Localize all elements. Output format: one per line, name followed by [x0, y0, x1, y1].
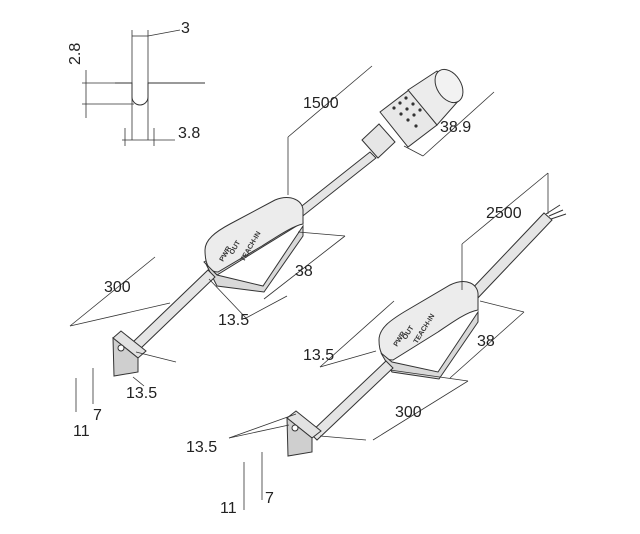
- teach-in-housing-upper: TEACH-IN PWR OUT: [203, 197, 304, 293]
- dim-sensor-cable-300-lower: 300: [395, 404, 422, 421]
- dim-head-13-5-lower: 13.5: [186, 439, 217, 456]
- dim-sensor-cable-300-upper: 300: [104, 279, 131, 296]
- sensor-head-upper: [112, 330, 147, 377]
- dim-connector-38-9: 38.9: [440, 119, 471, 136]
- lower-main-cable: [466, 212, 553, 302]
- lower-assembly: TEACH-IN PWR OUT 2500 38 13.5 300 13.5: [186, 172, 567, 517]
- teach-in-housing-lower: TEACH-IN PWR OUT: [378, 281, 479, 380]
- dim-head-7-upper: 7: [93, 407, 102, 424]
- dim-box-38-upper: 38: [295, 263, 313, 280]
- dim-box-38-lower: 38: [477, 333, 495, 350]
- groove-detail: 3 2.8 3.8: [67, 20, 205, 146]
- dim-head-11-upper: 11: [73, 423, 90, 440]
- dim-cable-length-2500: 2500: [486, 205, 522, 222]
- dim-head-13-5-upper: 13.5: [126, 385, 157, 402]
- dim-head-11-lower: 11: [220, 500, 237, 517]
- dim-box-13-5-upper: 13.5: [218, 312, 249, 329]
- dim-cable-length-1500: 1500: [303, 95, 339, 112]
- sensor-head-lower: [286, 410, 322, 457]
- upper-main-cable: [292, 151, 377, 220]
- upper-assembly: TEACH-IN PWR OUT 1500 38.9 300 38 13.5: [69, 65, 495, 440]
- dim-box-13-5-lower: 13.5: [303, 347, 334, 364]
- dim-groove-opening: 3.8: [178, 125, 200, 142]
- dim-head-7-lower: 7: [265, 490, 274, 507]
- upper-sensor-cable: [132, 269, 216, 350]
- lower-sensor-cable: [309, 360, 394, 441]
- dim-groove-depth: 2.8: [67, 43, 84, 65]
- m8-connector-upper: [361, 68, 464, 159]
- dim-groove-width: 3: [181, 20, 190, 37]
